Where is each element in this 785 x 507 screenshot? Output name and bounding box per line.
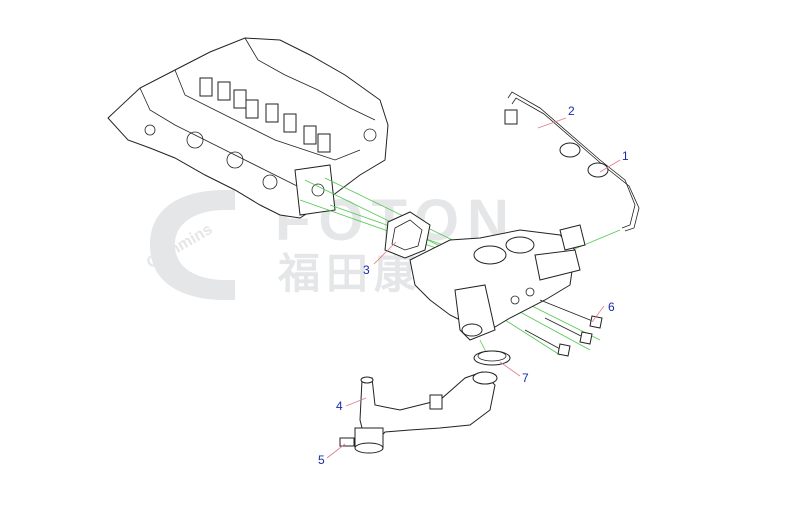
- callout-1: 1: [622, 149, 629, 163]
- bolts: [524, 299, 603, 357]
- thermostat-housing: [409, 224, 586, 341]
- callout-7: 7: [522, 371, 529, 385]
- callout-4: 4: [336, 399, 343, 413]
- callout-6: 6: [608, 300, 615, 314]
- callout-5: 5: [318, 453, 325, 467]
- cummins-logo-shape: [150, 190, 235, 300]
- coolant-hose: [359, 371, 498, 441]
- leader-lines: [326, 117, 621, 459]
- callouts: 1 2 3 4 5 6 7: [318, 104, 629, 467]
- tube-assembly: [504, 91, 640, 232]
- hose-clamp: [473, 350, 511, 366]
- valve-springs: [199, 77, 331, 153]
- cylinder-head: [107, 37, 389, 219]
- gasket: [384, 211, 431, 259]
- drain-fitting: [339, 427, 384, 454]
- callout-3: 3: [363, 263, 370, 277]
- callout-2: 2: [568, 104, 575, 118]
